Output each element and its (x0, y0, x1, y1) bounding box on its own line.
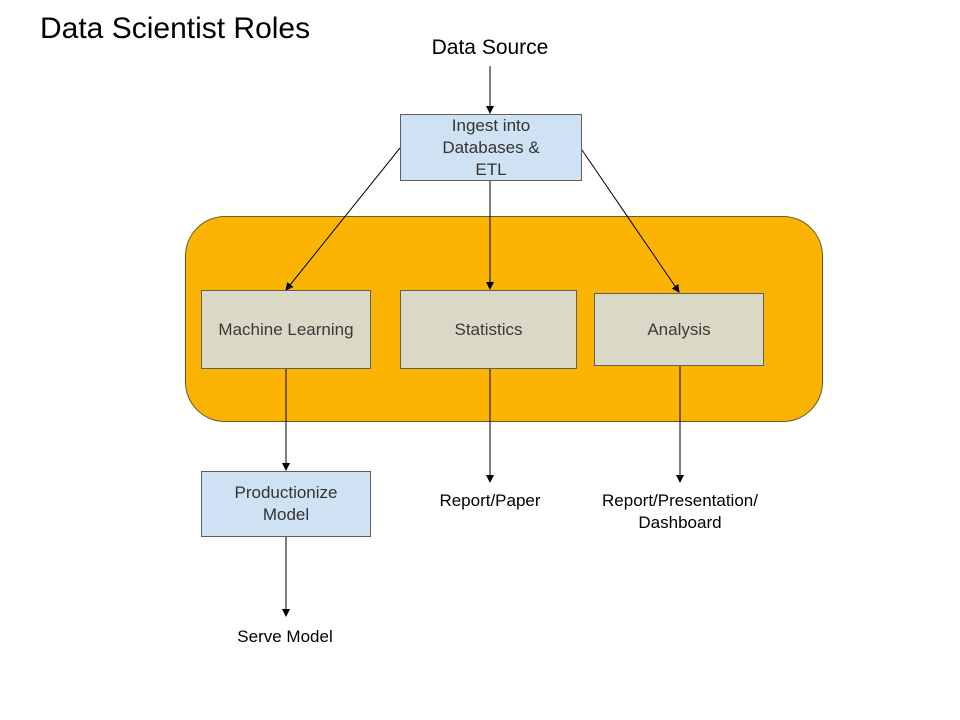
machine-learning-box: Machine Learning (201, 290, 371, 369)
statistics-label: Statistics (454, 319, 523, 339)
productionize-model-box: Productionize Model (201, 471, 371, 537)
report-paper-text: Report/Paper (439, 491, 541, 510)
report-presentation-line-1: Report/Presentation/ (602, 491, 758, 510)
data-source-label: Data Source (431, 36, 549, 59)
productionize-line-1: Productionize (234, 483, 338, 502)
serve-model-text: Serve Model (237, 627, 333, 646)
ingest-line-1: Ingest into (451, 115, 531, 135)
ingest-line-3: ETL (475, 159, 507, 179)
arrow-ingest-to-machine-learning (285, 147, 401, 291)
statistics-box: Statistics (400, 290, 577, 369)
ingest-line-2: Databases & (442, 137, 540, 157)
analysis-label: Analysis (647, 319, 711, 339)
report-presentation-dashboard-label: Report/Presentation/ Dashboard (580, 490, 780, 534)
analysis-box: Analysis (594, 293, 764, 366)
ingest-etl-box: Ingest into Databases & ETL (400, 114, 582, 181)
report-presentation-line-2: Dashboard (638, 513, 722, 532)
report-paper-label: Report/Paper (410, 490, 570, 512)
arrow-ingest-to-analysis (581, 149, 680, 293)
serve-model-label: Serve Model (205, 626, 365, 648)
diagram-title: Data Scientist Roles (40, 12, 311, 45)
productionize-line-2: Model (262, 505, 310, 524)
machine-learning-label: Machine Learning (218, 319, 354, 339)
